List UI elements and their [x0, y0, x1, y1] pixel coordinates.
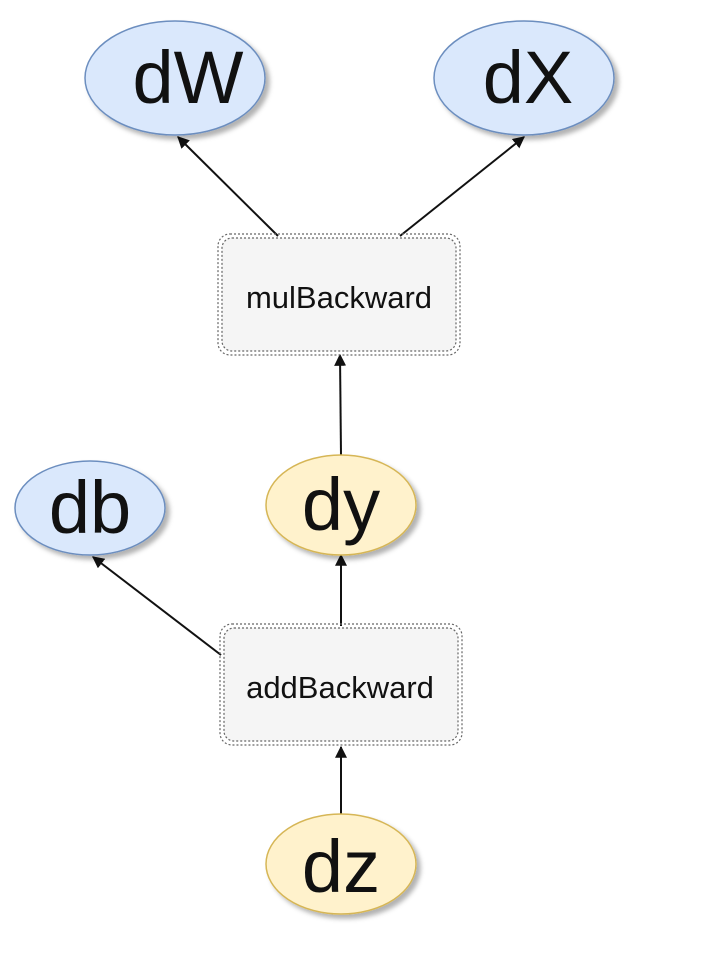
node-mulbackward-label: mulBackward: [246, 280, 432, 315]
node-dz-label: dz: [302, 825, 380, 908]
node-dx-label: dX: [483, 36, 574, 119]
edge-mulbackward-to-dx: [399, 136, 525, 237]
node-dy: dy: [265, 454, 417, 556]
edge-dy-to-mulbackward: [334, 353, 347, 456]
node-mulbackward-shape: [221, 237, 457, 352]
node-addbackward: addBackward: [219, 623, 463, 746]
node-dz: dz: [265, 813, 417, 915]
node-db-label: db: [49, 466, 131, 549]
node-db-shape: [14, 460, 166, 556]
node-dz-shape: [265, 813, 417, 915]
node-mulbackward: mulBackward: [217, 233, 461, 356]
node-dw-shape: [84, 20, 266, 136]
node-addbackward-shape: [223, 627, 459, 742]
edges: [92, 136, 525, 814]
node-dw-label: dW: [133, 36, 244, 119]
node-dx: dX: [433, 20, 615, 136]
node-dy-shape: [265, 454, 417, 556]
node-dy-label: dy: [302, 463, 380, 546]
node-db: db: [14, 460, 166, 556]
edge-addbackward-to-db: [92, 556, 222, 656]
node-dw: dW: [84, 20, 266, 136]
node-addbackward-outer: [219, 623, 463, 746]
node-mulbackward-outer: [217, 233, 461, 356]
node-addbackward-label: addBackward: [246, 670, 434, 705]
edge-mulbackward-to-dw: [177, 136, 279, 237]
node-dx-shape: [433, 20, 615, 136]
